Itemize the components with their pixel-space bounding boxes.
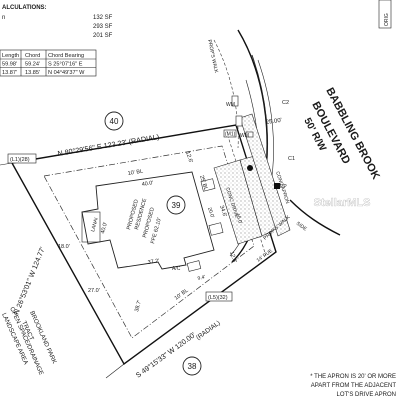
dim-label: 12.6' xyxy=(184,151,193,164)
lot-38-number: 38 xyxy=(188,362,197,371)
dim-label: 15.0' xyxy=(234,213,243,225)
setback-label: 10' BL xyxy=(127,169,143,177)
watermark: StellarMLS xyxy=(314,197,371,209)
curve-header: Chord xyxy=(25,53,40,59)
pp-marker xyxy=(274,183,280,189)
lot-40-number: 40 xyxy=(110,117,119,126)
lot-40-marker: 40 xyxy=(104,111,124,131)
apron-note: * THE APRON IS 20' OR MORE APART FROM TH… xyxy=(310,374,396,398)
west-line-bearing: N 26°53'01" W 124.77' xyxy=(12,245,48,316)
pp-label: PP xyxy=(280,184,287,190)
callout-bottom-right: (L5)(32) xyxy=(205,291,233,302)
curve-cell: 13.87' xyxy=(2,70,17,76)
lot-38-marker: 38 xyxy=(182,356,202,376)
calc-row-value: 201 SF xyxy=(93,33,113,39)
callout-top-right: (M1) xyxy=(223,129,237,138)
dim-25: 25.00' xyxy=(265,118,282,126)
wm-label-2: WM xyxy=(240,133,249,139)
dim-label: 34.6' xyxy=(218,205,227,218)
dim-label: 18.0' xyxy=(58,244,70,250)
curve-cell: N 04°49'37" W xyxy=(48,70,85,76)
wm-box xyxy=(245,131,254,138)
curve-cell: S 25°07'16" E xyxy=(48,62,83,68)
calc-row-value: 293 SF xyxy=(93,24,113,30)
tract-label: BROOKLAND PARK TRACT OPEN SPACE/DRAINAGE… xyxy=(0,306,58,376)
setback-10-label: 10' BL xyxy=(174,288,190,302)
utility-markers xyxy=(231,95,280,189)
dim-label: 12.6' xyxy=(228,251,237,264)
south-line-radial: (RADIAL) xyxy=(195,320,222,342)
note-line: APART FROM THE ADJACENT xyxy=(311,383,397,389)
dim-label: 40.0' xyxy=(141,180,154,188)
curve-header: Chord Bearing xyxy=(48,53,84,59)
marker-box xyxy=(231,95,239,107)
calc-title: ALCULATIONS: xyxy=(2,5,47,11)
lanai-label: LANAI xyxy=(90,217,100,233)
callout-text: (L1)(28) xyxy=(10,157,30,163)
prop-walk-top-label: PROP'S WALK xyxy=(206,39,219,74)
calc-row-label: n xyxy=(2,15,5,21)
corner-mark-text: ORIG xyxy=(384,13,390,26)
note-line: LOT'S DRIVE APRON xyxy=(337,392,397,398)
sidewalk xyxy=(239,113,291,237)
lot-39-marker: 39 xyxy=(166,195,186,215)
curve-header: Length xyxy=(2,53,19,59)
wm-label: WM xyxy=(226,102,235,108)
north-line-bearing: N 80°29'56" E 123.23' (RADIAL) xyxy=(57,132,160,158)
lot-39-number: 39 xyxy=(172,201,181,210)
dim-label: 37.2' xyxy=(147,258,160,266)
c2-label: C2 xyxy=(282,100,289,106)
curve-cell: 59.24' xyxy=(25,62,40,68)
dim-label: 38.7' xyxy=(134,300,143,313)
corner-mark: ORIG xyxy=(378,0,392,29)
dim-label: 40.0' xyxy=(100,222,109,235)
calc-row-value: 132 SF xyxy=(93,15,113,21)
note-line: * THE APRON IS 20' OR MORE xyxy=(310,374,396,380)
callout-top-left: (L1)(28) xyxy=(7,153,37,164)
dim-label: 20.0' xyxy=(206,207,215,219)
setback-25-label: 25' BL xyxy=(198,175,208,192)
curve-cell: 13.85' xyxy=(25,70,40,76)
meter-marker xyxy=(247,165,253,171)
curve-cell: 59.98' xyxy=(2,62,17,68)
dim-label: 9.4' xyxy=(197,274,206,282)
callout-text: (L5)(32) xyxy=(208,295,228,301)
dim-label: 27.0' xyxy=(88,288,100,294)
curve-table: Length Chord Chord Bearing 59.98' 59.24'… xyxy=(0,49,97,77)
ac-label: A/C xyxy=(172,266,181,272)
south-line-bearing: S 49°15'33" W 120.00' xyxy=(134,330,198,380)
proposed-residence xyxy=(81,171,224,272)
c1-label: C1 xyxy=(288,156,295,162)
sidewalk-label: SIDE xyxy=(295,221,309,233)
callout-text: (M1) xyxy=(225,132,236,138)
marker-box xyxy=(235,115,243,127)
calculation-table: ALCULATIONS: n 132 SF 293 SF 201 SF xyxy=(2,5,113,39)
